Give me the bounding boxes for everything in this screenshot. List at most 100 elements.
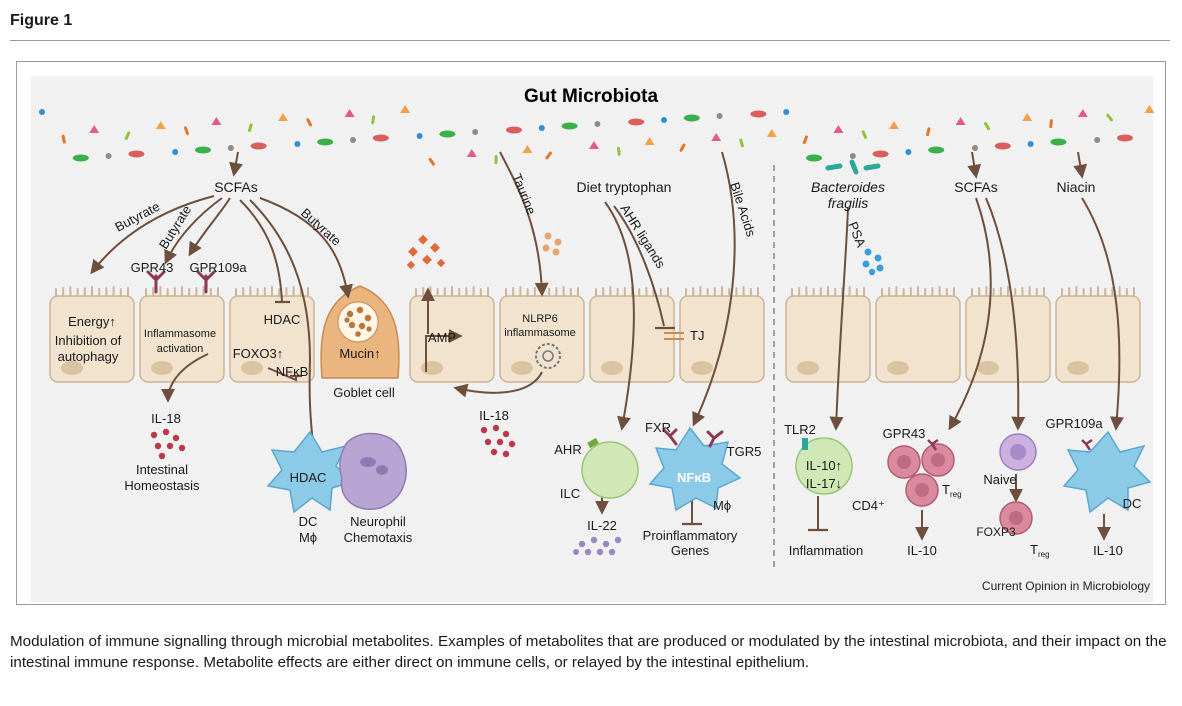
nlrp6-label-1: NLRP6	[522, 313, 557, 325]
inflammasome-label-2: activation	[157, 343, 203, 355]
psa-dots	[862, 248, 884, 276]
microbe-shape	[155, 121, 166, 129]
il10-up-label: IL-10↑	[806, 458, 842, 473]
il18-left-label: IL-18	[151, 411, 181, 426]
amp-particles	[406, 234, 446, 270]
goblet-cell	[320, 285, 400, 379]
dc-right-label: DC	[1123, 496, 1142, 511]
bacteroides-label-2: fragilis	[828, 195, 868, 211]
gpr43-receptor-right	[927, 438, 939, 451]
proinflammatory-label-1: Proinflammatory	[643, 528, 738, 543]
microbe-shape	[545, 151, 552, 160]
nlrp6-label-2: inflammasome	[504, 327, 576, 339]
microbe-shape	[1117, 134, 1133, 142]
microbe-shape	[872, 150, 889, 158]
microbe-shape	[247, 123, 253, 133]
tight-junction-mark	[664, 332, 684, 340]
naive-label: Naive	[983, 472, 1016, 487]
dc-label-left: DC	[299, 514, 318, 529]
treg-label-1: Treg	[942, 482, 962, 499]
microbe-shape	[1050, 138, 1067, 146]
microbe-shape	[802, 135, 808, 145]
journal-credit: Current Opinion in Microbiology	[981, 579, 1150, 593]
microbe-shape	[1094, 137, 1101, 143]
microbe-shape	[806, 154, 822, 162]
scfas-left-label: SCFAs	[214, 179, 258, 195]
microbe-shape	[39, 109, 45, 115]
gpr109a-top-label: GPR109a	[189, 260, 247, 275]
microbe-shape	[1049, 119, 1053, 129]
microbe-shape	[195, 146, 211, 154]
il18-left-dots	[150, 428, 186, 460]
epithelial-cell	[49, 286, 135, 383]
energy-label: Energy↑	[68, 314, 116, 329]
gpr109a-right-label: GPR109a	[1045, 416, 1103, 431]
microbe-shape	[589, 141, 599, 149]
microbe-shape	[983, 122, 991, 131]
microbe-shape	[644, 137, 655, 145]
epithelial-cell	[499, 286, 585, 383]
taurine-dots	[542, 232, 562, 256]
microbe-shape	[128, 150, 145, 158]
inflammation-label: Inflammation	[789, 543, 863, 558]
figure-label: Figure 1	[10, 12, 73, 29]
microbe-shape	[350, 137, 356, 143]
microbe-shape	[716, 113, 723, 119]
microbe-shape	[1027, 141, 1034, 147]
ilc-label: ILC	[560, 486, 580, 501]
microbe-shape	[250, 142, 267, 150]
microbe-shape	[594, 121, 601, 127]
neutrophil-label-2: Chemotaxis	[344, 530, 413, 545]
microbe-shape	[522, 145, 533, 153]
inflammasome-label-1: Inflammasome	[144, 328, 216, 340]
gpr43-top-label: GPR43	[131, 260, 174, 275]
epithelial-cell	[679, 286, 765, 383]
bile-acids-label: Bile Acids	[727, 180, 759, 239]
microbe-shape	[439, 130, 456, 138]
fxr-tgr5-receptors	[662, 428, 724, 448]
microbe-shape	[928, 146, 945, 154]
microbe-shape	[371, 115, 376, 125]
il10-label-a: IL-10	[907, 543, 937, 558]
microbe-shape	[661, 117, 667, 123]
bacteroides-rods	[825, 159, 881, 175]
epithelial-cell	[785, 286, 871, 383]
microbe-shape	[344, 109, 355, 117]
microbe-shape	[833, 125, 844, 133]
cd4-label: CD4⁺	[852, 498, 885, 513]
header-divider	[10, 40, 1170, 41]
microbe-shape	[1144, 105, 1155, 113]
il10-label-b: IL-10	[1093, 543, 1123, 558]
amp-label: AMP	[428, 330, 456, 345]
microbe-shape	[416, 133, 423, 139]
microbe-shape	[739, 138, 744, 148]
epithelial-cell	[139, 286, 225, 383]
gpr43-right-label: GPR43	[883, 426, 926, 441]
microbe-shape	[783, 109, 790, 115]
microbe-shape	[227, 145, 234, 151]
microbe-shape	[1077, 109, 1088, 117]
microbe-shape	[172, 149, 179, 155]
mucin-label: Mucin↑	[339, 346, 380, 361]
fxr-label: FXR	[645, 420, 671, 435]
il22-dots	[573, 536, 622, 556]
microbe-shape	[278, 113, 288, 121]
macrophage-label-left: Mϕ	[299, 530, 317, 545]
microbe-shape	[849, 153, 856, 159]
microbe-shape	[317, 138, 334, 146]
foxo3-label: FOXO3↑	[233, 346, 284, 361]
proinflammatory-label-2: Genes	[671, 543, 710, 558]
foxp3-treg-cell	[999, 501, 1033, 535]
ahr-label: AHR	[554, 442, 581, 457]
il18-mid-dots	[480, 424, 516, 458]
microbe-shape	[538, 125, 545, 131]
microbe-shape	[1106, 113, 1113, 122]
microbe-shape	[994, 142, 1011, 150]
microbe-shape	[466, 149, 477, 157]
microbe-shape	[294, 141, 301, 147]
diagram-title: Gut Microbiota	[524, 86, 658, 107]
diet-tryptophan-label: Diet tryptophan	[577, 179, 672, 195]
microbe-shape	[72, 154, 89, 162]
naive-t-cell	[999, 433, 1037, 471]
